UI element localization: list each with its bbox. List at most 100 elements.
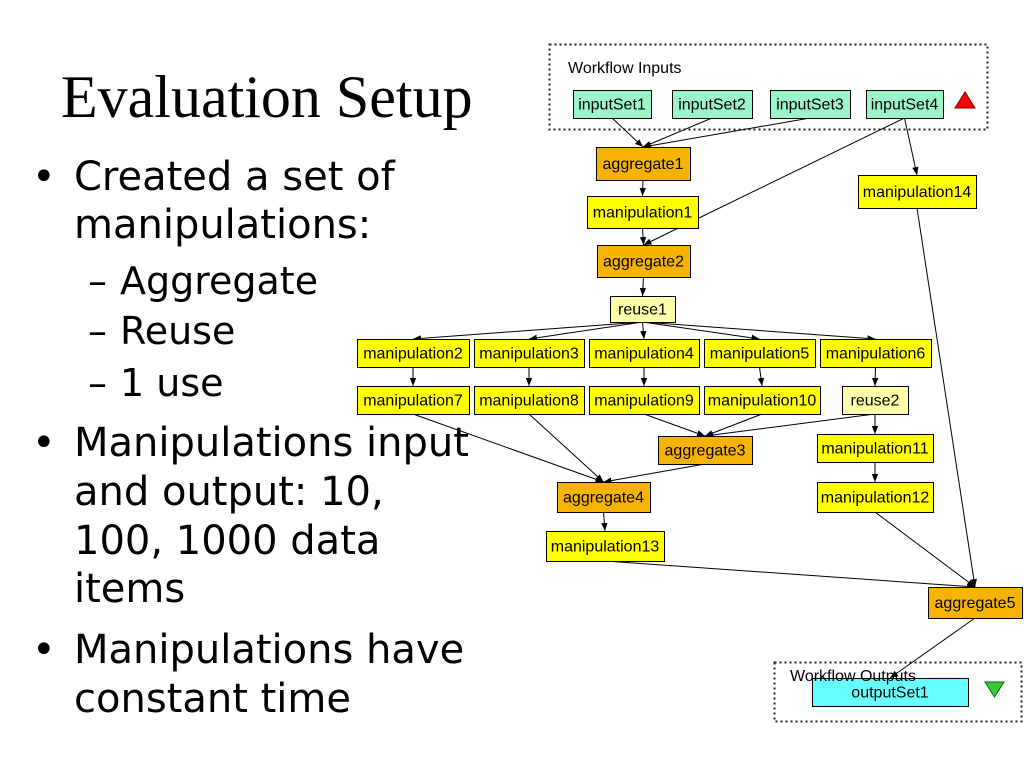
node-box — [672, 90, 753, 119]
bullet-marker: • — [32, 420, 56, 466]
edge-arrow — [611, 117, 644, 148]
node-box — [820, 339, 932, 368]
edge-arrow — [640, 321, 647, 340]
edge-arrow — [704, 413, 876, 439]
edge-arrow — [412, 413, 604, 483]
edge-arrow — [601, 511, 608, 532]
triangle-up-icon — [954, 91, 976, 109]
node-manipulation-4: manipulation4 — [589, 339, 700, 368]
bullet-line: Created a set of — [74, 154, 395, 200]
node-label: aggregate5 — [935, 595, 1016, 612]
node-manipulation-5: manipulation5 — [704, 339, 816, 368]
node-aggregate-5: aggregate5 — [928, 587, 1023, 619]
sub-bullet-aggregate: Aggregate — [120, 259, 319, 303]
node-label: inputSet1 — [578, 97, 646, 114]
node-box — [357, 386, 470, 415]
node-manipulation-9: manipulation9 — [589, 386, 700, 415]
node-manipulation-14: manipulation14 — [858, 175, 977, 209]
node-box — [812, 678, 969, 707]
node-label: reuse1 — [618, 302, 667, 319]
node-box — [858, 175, 977, 209]
node-group: inputSet1 inputSet2 inputSet3 inputSet4 aggr… — [357, 90, 1023, 707]
node-manipulation-6: manipulation6 — [820, 339, 932, 368]
node-manipulation-8: manipulation8 — [474, 386, 585, 415]
edge-arrow — [642, 321, 876, 342]
node-input-set-2: inputSet2 — [672, 90, 753, 119]
node-aggregate-1: aggregate1 — [596, 147, 691, 181]
node-manipulation-1: manipulation1 — [587, 196, 699, 229]
sub-bullet-marker: – — [88, 259, 107, 303]
node-label: manipulation3 — [479, 346, 579, 363]
node-label: manipulation13 — [551, 539, 660, 556]
node-box — [474, 339, 585, 368]
node-label: inputSet4 — [871, 97, 939, 114]
node-box — [597, 245, 691, 278]
node-box — [704, 386, 821, 415]
node-label: manipulation9 — [594, 393, 694, 410]
edge-arrow — [639, 276, 647, 297]
edge-group — [409, 117, 977, 679]
node-label: manipulation4 — [594, 346, 694, 363]
edge-arrow — [639, 179, 646, 197]
node-box — [357, 339, 470, 368]
node-manipulation-7: manipulation7 — [357, 386, 470, 415]
sub-bullet-one-use: 1 use — [120, 361, 224, 405]
node-label: manipulation1 — [593, 205, 693, 222]
node-box — [474, 386, 585, 415]
edge-arrow — [412, 321, 643, 342]
node-label: aggregate2 — [603, 254, 684, 271]
edge-arrow — [643, 413, 706, 437]
bullet-marker: • — [32, 154, 56, 200]
triangle-down-icon — [984, 681, 1005, 698]
node-input-set-4: inputSet4 — [866, 90, 944, 119]
node-label: manipulation5 — [710, 346, 810, 363]
node-label: inputSet3 — [776, 97, 844, 114]
node-box — [704, 339, 816, 368]
node-label: manipulation11 — [821, 441, 928, 458]
node-box — [610, 296, 676, 323]
bullet-line: items — [74, 566, 186, 612]
sub-bullet-reuse: Reuse — [120, 309, 236, 353]
node-box — [817, 434, 934, 463]
edge-arrow — [904, 117, 919, 176]
node-manipulation-13: manipulation13 — [546, 531, 665, 562]
node-box — [866, 90, 944, 119]
node-label: manipulation14 — [863, 184, 972, 201]
node-manipulation-2: manipulation2 — [357, 339, 470, 368]
node-output-set-1: outputSet1 — [812, 678, 969, 707]
node-manipulation-10: manipulation10 — [704, 386, 821, 415]
node-box — [589, 339, 700, 368]
workflow-inputs-container — [548, 43, 989, 131]
node-label: aggregate4 — [563, 490, 644, 507]
bullet-line: constant time — [74, 676, 351, 722]
node-aggregate-4: aggregate4 — [557, 482, 651, 513]
edge-arrow — [528, 321, 643, 341]
bullet-line: 100, 1000 data — [74, 518, 381, 564]
node-box — [658, 436, 753, 465]
edge-arrow — [604, 560, 976, 590]
edge-arrow — [603, 463, 706, 484]
node-box — [546, 531, 665, 562]
node-box — [589, 386, 700, 415]
bullet-line: Manipulations input — [74, 420, 469, 466]
node-box — [557, 482, 651, 513]
node-aggregate-3: aggregate3 — [658, 436, 753, 465]
node-box — [770, 90, 851, 119]
node-manipulation-11: manipulation11 — [817, 434, 934, 463]
edge-arrow — [639, 227, 647, 246]
node-input-set-1: inputSet1 — [573, 90, 652, 119]
bullet-line: Manipulations have — [74, 627, 465, 673]
node-label: manipulation12 — [821, 490, 930, 507]
edge-arrow — [642, 117, 713, 148]
edge-arrow — [872, 366, 879, 387]
bullet-line: manipulations: — [74, 202, 372, 248]
node-manipulation-3: manipulation3 — [474, 339, 585, 368]
node-box — [587, 196, 699, 229]
edge-arrow — [757, 366, 765, 387]
node-label: manipulation10 — [708, 393, 817, 410]
node-label: outputSet1 — [851, 685, 929, 702]
node-label: manipulation7 — [363, 393, 463, 410]
node-reuse-1: reuse1 — [610, 296, 676, 323]
